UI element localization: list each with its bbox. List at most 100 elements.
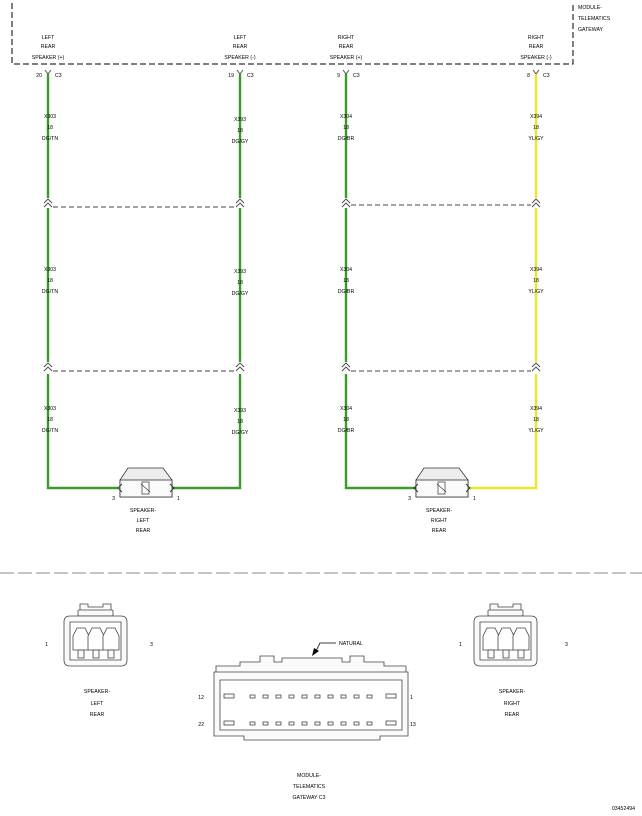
pin-label-line1: LEFT <box>234 35 248 41</box>
wire-x393 <box>172 74 242 490</box>
wire-circuit: X394 <box>530 114 542 120</box>
pin-number: 19 <box>228 73 234 79</box>
wire-color-code: YL/GY <box>528 289 544 295</box>
wire-gauge: 18 <box>47 278 53 284</box>
wire-circuit: X304 <box>340 114 352 120</box>
wire-circuit: X304 <box>340 406 352 412</box>
wire-gauge: 18 <box>237 128 243 134</box>
module-pin-labels: LEFT REAR SPEAKER (+) LEFT REAR SPEAKER … <box>32 35 552 61</box>
connector-pin: 1 <box>459 642 462 648</box>
wire-color-code: DG/BR <box>338 428 355 434</box>
pin-terminals <box>44 69 540 75</box>
wire-color-code: DG/TN <box>42 428 58 434</box>
connector-pin: 13 <box>410 722 416 728</box>
pin-number: 20 <box>36 73 42 79</box>
connector-label-line1: MODULE- <box>297 773 321 779</box>
connector-label-line2: RIGHT <box>504 701 521 707</box>
connector-view-gateway-labels: NATURAL 12 1 22 13 MODULE- TELEMATICS GA… <box>198 641 416 801</box>
connector-pin: 3 <box>150 642 153 648</box>
wire-gauge: 18 <box>533 417 539 423</box>
wire-circuit: X303 <box>44 406 56 412</box>
speaker-pin: 1 <box>473 496 476 502</box>
wire-color-code: DG/TN <box>42 136 58 142</box>
wire-x303 <box>46 74 118 490</box>
wire-circuit: X393 <box>234 117 246 123</box>
wire-circuit: X303 <box>44 114 56 120</box>
pin-label-line1: LEFT <box>42 35 56 41</box>
wire-x304 <box>344 74 416 490</box>
pin-label-line2: REAR <box>529 44 544 50</box>
figure-id: 03452494 <box>612 806 635 812</box>
wire-color-code: YL/GY <box>528 136 544 142</box>
connector-view-gateway-c3 <box>213 655 409 741</box>
wire-color-code: DG/BR <box>338 289 355 295</box>
connector-pin: 3 <box>565 642 568 648</box>
pin-label-line1: RIGHT <box>528 35 545 41</box>
pin-label-line3: SPEAKER (-) <box>520 55 551 61</box>
pin-number: 8 <box>527 73 530 79</box>
pin-numbers: 20 C3 19 C3 9 C3 8 C3 <box>36 73 550 79</box>
module-name-line2: TELEMATICS <box>578 16 611 22</box>
connector-id: C3 <box>543 73 550 79</box>
wire-circuit: X393 <box>234 269 246 275</box>
natural-pointer-arrow <box>315 642 336 652</box>
connector-view-right-speaker-labels: 1 3 SPEAKER- RIGHT REAR <box>459 642 568 718</box>
connector-id: C3 <box>247 73 254 79</box>
inline-connector-upper <box>43 198 541 208</box>
wire-circuit: X303 <box>44 267 56 273</box>
connector-label-line1: SPEAKER- <box>84 689 111 695</box>
wire-color-code: YL/GY <box>528 428 544 434</box>
pin-label-line3: SPEAKER (+) <box>330 55 363 61</box>
wire-gauge: 18 <box>237 280 243 286</box>
wire-gauge: 18 <box>533 125 539 131</box>
speaker-label-line3: REAR <box>136 528 151 534</box>
wire-circuit: X393 <box>234 408 246 414</box>
wire-gauge: 18 <box>237 419 243 425</box>
pin-label-line2: REAR <box>41 44 56 50</box>
module-name-line3: GATEWAY <box>578 27 604 33</box>
module-name-line1: MODULE- <box>578 5 602 11</box>
connector-pin: 1 <box>45 642 48 648</box>
pin-label-line1: RIGHT <box>338 35 355 41</box>
speaker-right-rear: 3 1 SPEAKER- RIGHT REAR <box>408 467 476 534</box>
pin-label-line2: REAR <box>339 44 354 50</box>
connector-color-note: NATURAL <box>339 641 363 647</box>
wire-gauge: 18 <box>47 417 53 423</box>
pin-label-line3: SPEAKER (-) <box>224 55 255 61</box>
speaker-label-line1: SPEAKER- <box>130 508 157 514</box>
wire-x394 <box>468 74 538 490</box>
speaker-label-line2: LEFT <box>137 518 151 524</box>
wire-circuit: X394 <box>530 406 542 412</box>
speaker-left-rear: 3 1 SPEAKER- LEFT REAR <box>112 467 180 534</box>
speaker-label-line1: SPEAKER- <box>426 508 453 514</box>
speaker-pin: 3 <box>112 496 115 502</box>
wire-circuit: X394 <box>530 267 542 273</box>
connector-label-line2: LEFT <box>91 701 105 707</box>
wire-gauge: 18 <box>343 417 349 423</box>
pin-label-line3: SPEAKER (+) <box>32 55 65 61</box>
connector-view-right-speaker <box>473 603 538 667</box>
wire-color-code: DG/BR <box>338 136 355 142</box>
connector-label-line3: REAR <box>505 712 520 718</box>
wire-color-code: DG/GY <box>232 291 249 297</box>
speaker-pin: 3 <box>408 496 411 502</box>
connector-label-line3: REAR <box>90 712 105 718</box>
wire-color-code: DG/TN <box>42 289 58 295</box>
pin-number: 9 <box>337 73 340 79</box>
wire-color-code: DG/GY <box>232 139 249 145</box>
wire-gauge: 18 <box>533 278 539 284</box>
connector-pin: 12 <box>198 695 204 701</box>
wire-color-code: DG/GY <box>232 430 249 436</box>
connector-view-left-speaker-labels: 1 3 SPEAKER- LEFT REAR <box>45 642 153 718</box>
wire-circuit: X304 <box>340 267 352 273</box>
connector-label-line1: SPEAKER- <box>499 689 526 695</box>
speaker-label-line3: REAR <box>432 528 447 534</box>
speaker-pin: 1 <box>177 496 180 502</box>
wire-gauge: 18 <box>47 125 53 131</box>
wire-labels: X303 18 DG/TN X393 18 DG/GY X304 18 DG/B… <box>42 114 544 436</box>
connector-view-left-speaker <box>63 603 128 667</box>
module-box: MODULE- TELEMATICS GATEWAY <box>11 3 611 65</box>
speaker-label-line2: RIGHT <box>431 518 448 524</box>
connector-id: C3 <box>353 73 360 79</box>
